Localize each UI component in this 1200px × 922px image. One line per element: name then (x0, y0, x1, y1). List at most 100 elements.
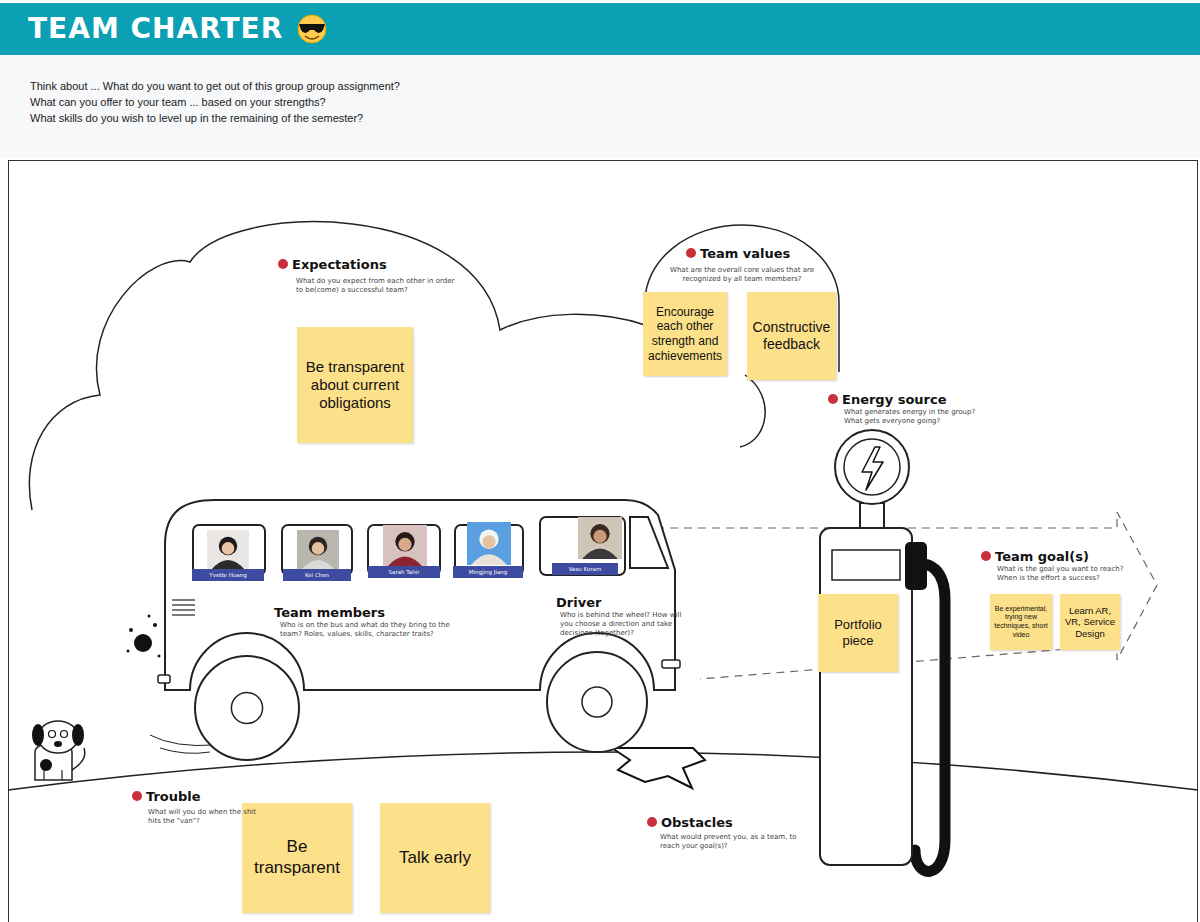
photo-hair (395, 532, 414, 551)
photo-shoulders (582, 549, 618, 560)
pump-body (820, 528, 912, 865)
intro-text: Think about ... What do you want to get … (30, 80, 400, 93)
bus-wheel (195, 656, 299, 760)
header-band (0, 3, 1200, 55)
photo-hair (479, 530, 498, 549)
section-question: What would prevent you, as a team, to re… (660, 833, 810, 851)
bus-window (540, 517, 625, 575)
dog-leg (61, 770, 62, 780)
bus-wheel (547, 652, 647, 752)
sticky-note: Be transparent (242, 803, 352, 913)
section-heading: Team goal(s) (995, 549, 1089, 564)
lightning-symbol (862, 447, 883, 490)
bus-hub (582, 687, 612, 717)
sticky-note: Talk early (380, 803, 490, 913)
emoji-smile (305, 36, 319, 39)
bus-grille (172, 604, 195, 605)
section-question: Who is on the bus and what do they bring… (280, 621, 450, 639)
section-question: What is the goal you want to reach? When… (997, 565, 1137, 583)
goal-arrow-outline (600, 512, 1157, 679)
bus-hub (231, 692, 262, 723)
photo-shoulders (471, 554, 507, 565)
sticky-note: Be experimental, trying new techniques, … (990, 594, 1052, 650)
section-question: What will you do when the shit hits the … (148, 808, 263, 826)
bus-grille (172, 609, 195, 610)
bus-rear-bumper (158, 675, 170, 683)
dog-leg (43, 770, 44, 780)
exhaust-smoke (134, 634, 152, 652)
member-name: Vasu Kuram (569, 563, 602, 575)
section-dot (828, 394, 838, 404)
section-heading: Driver (556, 595, 601, 610)
photo-face (593, 530, 606, 543)
member-name: Sarah Tahir (389, 566, 420, 578)
member-photo (383, 525, 427, 567)
exhaust-dot (127, 650, 130, 653)
member-photo (578, 517, 622, 559)
exhaust-dot (148, 615, 151, 618)
sticky-note: Constructive feedback (747, 292, 836, 380)
cloud-outline (29, 222, 765, 510)
section-question: Who is behind the wheel? How will you ch… (560, 611, 682, 638)
sticky-note-text: Constructive feedback (751, 319, 832, 353)
motion-line (160, 748, 210, 753)
section-heading: Team members (274, 605, 385, 620)
team-values-dome: Team valuesWhat are the overall core val… (640, 222, 845, 387)
bus-window (282, 525, 352, 575)
pump-window (832, 550, 900, 580)
pump-nozzle (905, 542, 927, 590)
member-photo (297, 530, 339, 570)
photo-hair (309, 537, 327, 555)
dog-tail (72, 748, 85, 770)
member-name: Yvette Huang (209, 569, 246, 581)
section-heading: Energy source (842, 392, 947, 407)
photo-face (398, 538, 411, 551)
bus-grille (172, 599, 195, 600)
intro-text: What skills do you wish to level up in t… (30, 112, 363, 125)
pump-gauge (835, 430, 909, 504)
sticky-note: Be transparent about current obligations (297, 327, 413, 443)
dog-ear (32, 724, 44, 746)
emoji-sunglasses (299, 24, 325, 33)
sticky-note-text: Talk early (399, 848, 471, 869)
section-question: What generates energy in the group? What… (844, 408, 984, 426)
photo-hair (219, 537, 237, 555)
name-tag: Vasu Kuram (552, 563, 618, 575)
member-name: Mingjing Jiang (469, 566, 508, 578)
pump-gauge-ring (844, 439, 900, 495)
bus-grille (172, 614, 195, 615)
bus: Team membersWho is on the bus and what d… (150, 495, 690, 765)
dog-eye (61, 731, 68, 738)
intro-text: What can you offer to your team ... base… (30, 96, 326, 109)
pump-neck (860, 503, 884, 530)
bus-bumper (662, 660, 680, 668)
name-tag: Kei Chen (283, 569, 351, 581)
name-tag: Yvette Huang (192, 569, 264, 581)
dog-ear (72, 724, 84, 746)
name-tag: Sarah Tahir (368, 566, 440, 578)
sticky-note-text: Be transparent about current obligations (301, 358, 409, 413)
emoji-face (298, 15, 326, 43)
sticky-note-text: Be experimental, trying new techniques, … (993, 605, 1049, 639)
section-heading: Team values (700, 246, 790, 261)
photo-face (312, 542, 325, 555)
sticky-note-text: Portfolio piece (822, 617, 894, 649)
name-tag: Mingjing Jiang (453, 566, 523, 578)
member-photo (467, 522, 511, 565)
section-heading: Trouble (146, 789, 201, 804)
photo-hair (590, 524, 609, 543)
exhaust-dot (158, 655, 161, 658)
section-heading: Expectations (292, 257, 387, 272)
section-dot (132, 791, 142, 801)
section-dot (981, 551, 991, 561)
bus-windshield (630, 517, 668, 568)
sticky-note: Encourage each other strength and achiev… (643, 292, 727, 376)
member-photo (207, 530, 249, 570)
section-dot (686, 248, 696, 258)
pump-hose (912, 564, 945, 872)
sticky-note-text: Be transparent (246, 837, 348, 878)
section-dot (647, 817, 657, 827)
photo-face (482, 535, 495, 548)
dog-nose (54, 741, 62, 747)
